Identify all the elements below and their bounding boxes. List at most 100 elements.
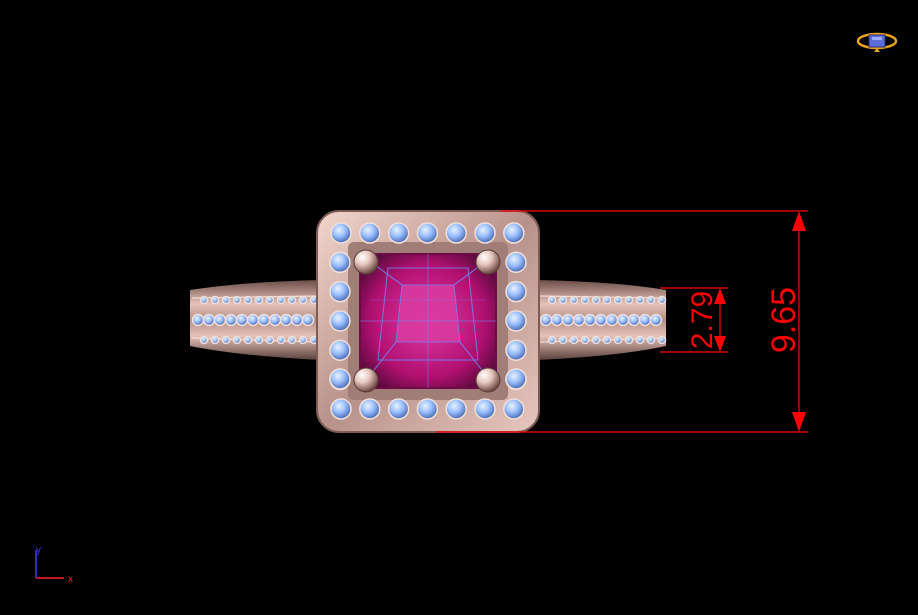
accent-stone	[287, 335, 297, 345]
dimension-large[interactable]: 9.65	[436, 210, 808, 433]
accent-stone	[649, 313, 663, 327]
accent-stone	[505, 368, 527, 390]
accent-stone	[329, 368, 351, 390]
accent-stone	[505, 339, 527, 361]
accent-stone	[558, 295, 568, 305]
accent-stone	[257, 313, 271, 327]
accent-stone	[550, 313, 564, 327]
accent-stone	[276, 295, 286, 305]
accent-stone	[638, 313, 652, 327]
accent-stone	[330, 398, 352, 420]
accent-stone	[265, 295, 275, 305]
accent-stone	[627, 313, 641, 327]
accent-stone	[572, 313, 586, 327]
accent-stone	[547, 295, 557, 305]
accent-stone	[221, 295, 231, 305]
accent-stone	[635, 295, 645, 305]
accent-stone	[265, 335, 275, 345]
accent-stone	[613, 295, 623, 305]
dimension-large-label: 9.65	[765, 287, 803, 353]
prongs	[353, 249, 501, 393]
accent-stone	[561, 313, 575, 327]
accent-stone	[474, 222, 496, 244]
accent-stone	[210, 295, 220, 305]
accent-stone	[657, 335, 667, 345]
accent-stone	[254, 295, 264, 305]
accent-stone	[329, 339, 351, 361]
accent-stone	[191, 313, 205, 327]
accent-stone	[301, 313, 315, 327]
accent-stone	[199, 295, 209, 305]
ring-shank-right	[538, 280, 667, 360]
accent-stone	[591, 295, 601, 305]
accent-stone	[276, 335, 286, 345]
accent-stone	[580, 295, 590, 305]
accent-stone	[330, 222, 352, 244]
accent-stone	[539, 313, 553, 327]
accent-stone	[298, 335, 308, 345]
accent-stone	[505, 251, 527, 274]
accent-stone	[445, 222, 467, 244]
accent-stone	[290, 313, 304, 327]
accent-stone	[359, 398, 381, 420]
accent-stone	[594, 313, 608, 327]
accent-stone	[243, 335, 253, 345]
accent-stone	[505, 310, 527, 332]
accent-stone	[474, 398, 496, 420]
accent-stone	[246, 313, 260, 327]
accent-stone	[624, 335, 634, 345]
halo-accent-stones	[329, 222, 527, 420]
accent-stone	[445, 398, 467, 420]
accent-stone	[224, 313, 238, 327]
accent-stone	[387, 222, 410, 244]
dimension-small[interactable]: 2.79	[660, 287, 728, 353]
accent-stone	[329, 280, 351, 303]
accent-stone	[416, 398, 439, 420]
accent-stone	[616, 313, 630, 327]
accent-stone	[602, 295, 612, 305]
accent-stone	[329, 310, 351, 332]
accent-stone	[591, 335, 601, 345]
accent-stone	[210, 335, 220, 345]
accent-stone	[243, 295, 253, 305]
accent-stone	[221, 335, 231, 345]
accent-stone	[613, 335, 623, 345]
accent-stone	[605, 313, 619, 327]
accent-stone	[416, 222, 439, 244]
accent-stone	[580, 335, 590, 345]
accent-stone	[268, 313, 282, 327]
axis-y-label: y	[36, 545, 41, 556]
accent-stone	[235, 313, 249, 327]
accent-stone	[232, 335, 242, 345]
accent-stone	[232, 295, 242, 305]
accent-stone	[657, 295, 667, 305]
accent-stone	[202, 313, 216, 327]
accent-stone	[646, 295, 656, 305]
accent-stone	[646, 335, 656, 345]
accent-stone	[329, 251, 351, 274]
accent-stone	[387, 398, 410, 420]
axis-x-label: x	[68, 574, 73, 585]
accent-stone	[503, 222, 525, 244]
accent-stone	[624, 295, 634, 305]
accent-stone	[199, 335, 209, 345]
navigation-cube-icon[interactable]	[856, 30, 898, 52]
accent-stone	[569, 335, 579, 345]
accent-stone	[583, 313, 597, 327]
accent-stone	[569, 295, 579, 305]
accent-stone	[359, 222, 381, 244]
dimension-small-label: 2.79	[686, 291, 719, 349]
accent-stone	[279, 313, 293, 327]
center-princess-stone	[359, 253, 497, 389]
accent-stone	[547, 335, 557, 345]
accent-stone	[558, 335, 568, 345]
axis-triad-icon: y x	[28, 540, 80, 586]
accent-stone	[298, 295, 308, 305]
accent-stone	[287, 295, 297, 305]
accent-stone	[503, 398, 525, 420]
ring-shank-left	[190, 280, 320, 360]
accent-stone	[602, 335, 612, 345]
accent-stone	[213, 313, 227, 327]
accent-stone	[254, 335, 264, 345]
